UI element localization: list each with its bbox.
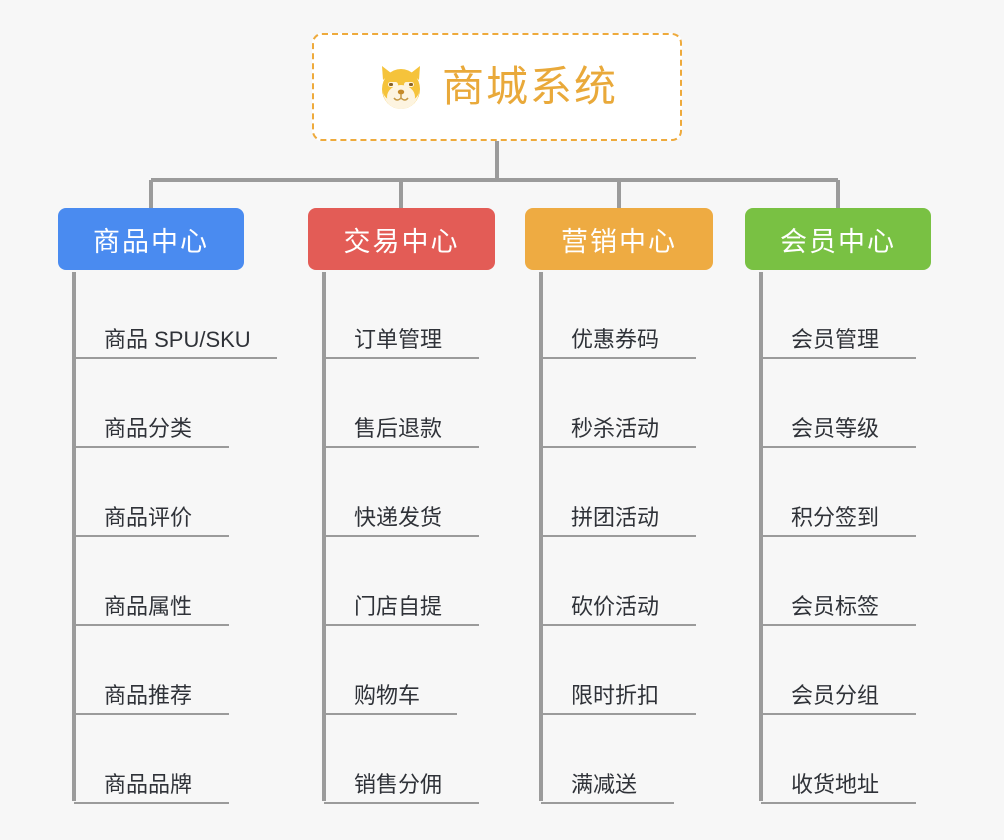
item-rule — [761, 624, 916, 626]
list-item-label: 购物车 — [354, 683, 421, 708]
item-rule — [541, 713, 696, 715]
list-item[interactable]: 优惠券码 — [541, 270, 713, 359]
list-item[interactable]: 商品分类 — [74, 359, 251, 448]
list-item[interactable]: 会员标签 — [761, 537, 931, 626]
item-rule — [74, 624, 229, 626]
list-item-label: 快递发货 — [354, 505, 443, 530]
list-item-label: 会员管理 — [791, 327, 880, 352]
item-rule — [761, 802, 916, 804]
list-item[interactable]: 商品 SPU/SKU — [74, 270, 277, 359]
list-item[interactable]: 商品评价 — [74, 448, 251, 537]
item-rule — [324, 357, 479, 359]
list-item-label: 门店自提 — [354, 594, 443, 619]
list-item[interactable]: 商品属性 — [74, 537, 251, 626]
item-rule — [324, 624, 479, 626]
leaf-list-0: 商品 SPU/SKU 商品分类 商品评价 商品属性 商品推荐 商品品牌 — [58, 270, 277, 804]
list-item-label: 限时折扣 — [571, 683, 660, 708]
item-rule — [324, 713, 457, 715]
item-rule — [541, 357, 696, 359]
item-rule — [74, 802, 229, 804]
item-rule — [761, 535, 916, 537]
category-box-2[interactable]: 营销中心 — [525, 208, 713, 270]
list-item[interactable]: 商品品牌 — [74, 715, 251, 804]
list-item[interactable]: 收货地址 — [761, 715, 931, 804]
branch-column-0: 商品中心 商品 SPU/SKU 商品分类 商品评价 商品属性 商品推荐 商品品牌 — [58, 208, 277, 804]
list-item-label: 销售分佣 — [354, 772, 443, 797]
leaf-list-1: 订单管理 售后退款 快递发货 门店自提 购物车 销售分佣 — [308, 270, 495, 804]
list-item-label: 商品评价 — [104, 505, 193, 530]
root-title: 商城系统 — [441, 63, 618, 110]
item-rule — [74, 357, 277, 359]
list-item-label: 商品分类 — [104, 416, 193, 441]
list-item[interactable]: 门店自提 — [324, 537, 495, 626]
item-rule — [324, 535, 479, 537]
list-item[interactable]: 会员分组 — [761, 626, 931, 715]
item-rule — [324, 802, 479, 804]
leaf-list-2: 优惠券码 秒杀活动 拼团活动 砍价活动 限时折扣 满减送 — [525, 270, 713, 804]
list-item-label: 订单管理 — [354, 327, 443, 352]
list-item[interactable]: 会员等级 — [761, 359, 931, 448]
category-label-3: 会员中心 — [780, 226, 896, 257]
list-item[interactable]: 商品推荐 — [74, 626, 251, 715]
branch-column-3: 会员中心 会员管理 会员等级 积分签到 会员标签 会员分组 收货地址 — [745, 208, 931, 804]
list-item[interactable]: 拼团活动 — [541, 448, 713, 537]
list-item-label: 商品推荐 — [104, 683, 193, 708]
item-rule — [74, 446, 229, 448]
list-item[interactable]: 满减送 — [541, 715, 713, 804]
category-box-0[interactable]: 商品中心 — [58, 208, 244, 270]
list-item[interactable]: 销售分佣 — [324, 715, 495, 804]
root-node-mall-system[interactable]: 商城系统 — [312, 33, 682, 141]
list-item-label: 拼团活动 — [571, 505, 660, 530]
list-item[interactable]: 会员管理 — [761, 270, 931, 359]
list-item[interactable]: 限时折扣 — [541, 626, 713, 715]
list-item-label: 收货地址 — [791, 772, 880, 797]
list-item[interactable]: 快递发货 — [324, 448, 495, 537]
list-item-label: 商品 SPU/SKU — [104, 327, 251, 352]
category-label-1: 交易中心 — [343, 226, 460, 257]
item-rule — [541, 446, 696, 448]
category-label-0: 商品中心 — [93, 226, 209, 257]
list-item-label: 会员标签 — [791, 594, 880, 619]
branch-column-1: 交易中心 订单管理 售后退款 快递发货 门店自提 购物车 销售分佣 — [308, 208, 495, 804]
category-label-2: 营销中心 — [561, 226, 677, 257]
list-item[interactable]: 订单管理 — [324, 270, 495, 359]
list-item-label: 会员等级 — [791, 416, 880, 441]
item-rule — [541, 624, 696, 626]
category-box-1[interactable]: 交易中心 — [308, 208, 495, 270]
item-rule — [761, 446, 916, 448]
item-rule — [541, 535, 696, 537]
list-item[interactable]: 砍价活动 — [541, 537, 713, 626]
item-rule — [761, 357, 916, 359]
item-rule — [74, 535, 229, 537]
list-item-label: 售后退款 — [354, 416, 443, 441]
branch-column-2: 营销中心 优惠券码 秒杀活动 拼团活动 砍价活动 限时折扣 满减送 — [525, 208, 713, 804]
list-item-label: 秒杀活动 — [571, 416, 660, 441]
item-rule — [324, 446, 479, 448]
list-item-label: 商品品牌 — [104, 772, 193, 797]
list-item[interactable]: 购物车 — [324, 626, 495, 715]
list-item-label: 积分签到 — [791, 505, 880, 530]
item-rule — [541, 802, 674, 804]
list-item-label: 会员分组 — [791, 683, 880, 708]
item-rule — [761, 713, 916, 715]
list-item[interactable]: 秒杀活动 — [541, 359, 713, 448]
list-item-label: 满减送 — [571, 772, 638, 797]
list-item[interactable]: 售后退款 — [324, 359, 495, 448]
list-item-label: 商品属性 — [104, 594, 193, 619]
leaf-list-3: 会员管理 会员等级 积分签到 会员标签 会员分组 收货地址 — [745, 270, 931, 804]
item-rule — [74, 713, 229, 715]
shiba-dog-icon — [376, 63, 426, 111]
list-item[interactable]: 积分签到 — [761, 448, 931, 537]
list-item-label: 优惠券码 — [571, 327, 660, 352]
category-box-3[interactable]: 会员中心 — [745, 208, 931, 270]
list-item-label: 砍价活动 — [571, 594, 660, 619]
